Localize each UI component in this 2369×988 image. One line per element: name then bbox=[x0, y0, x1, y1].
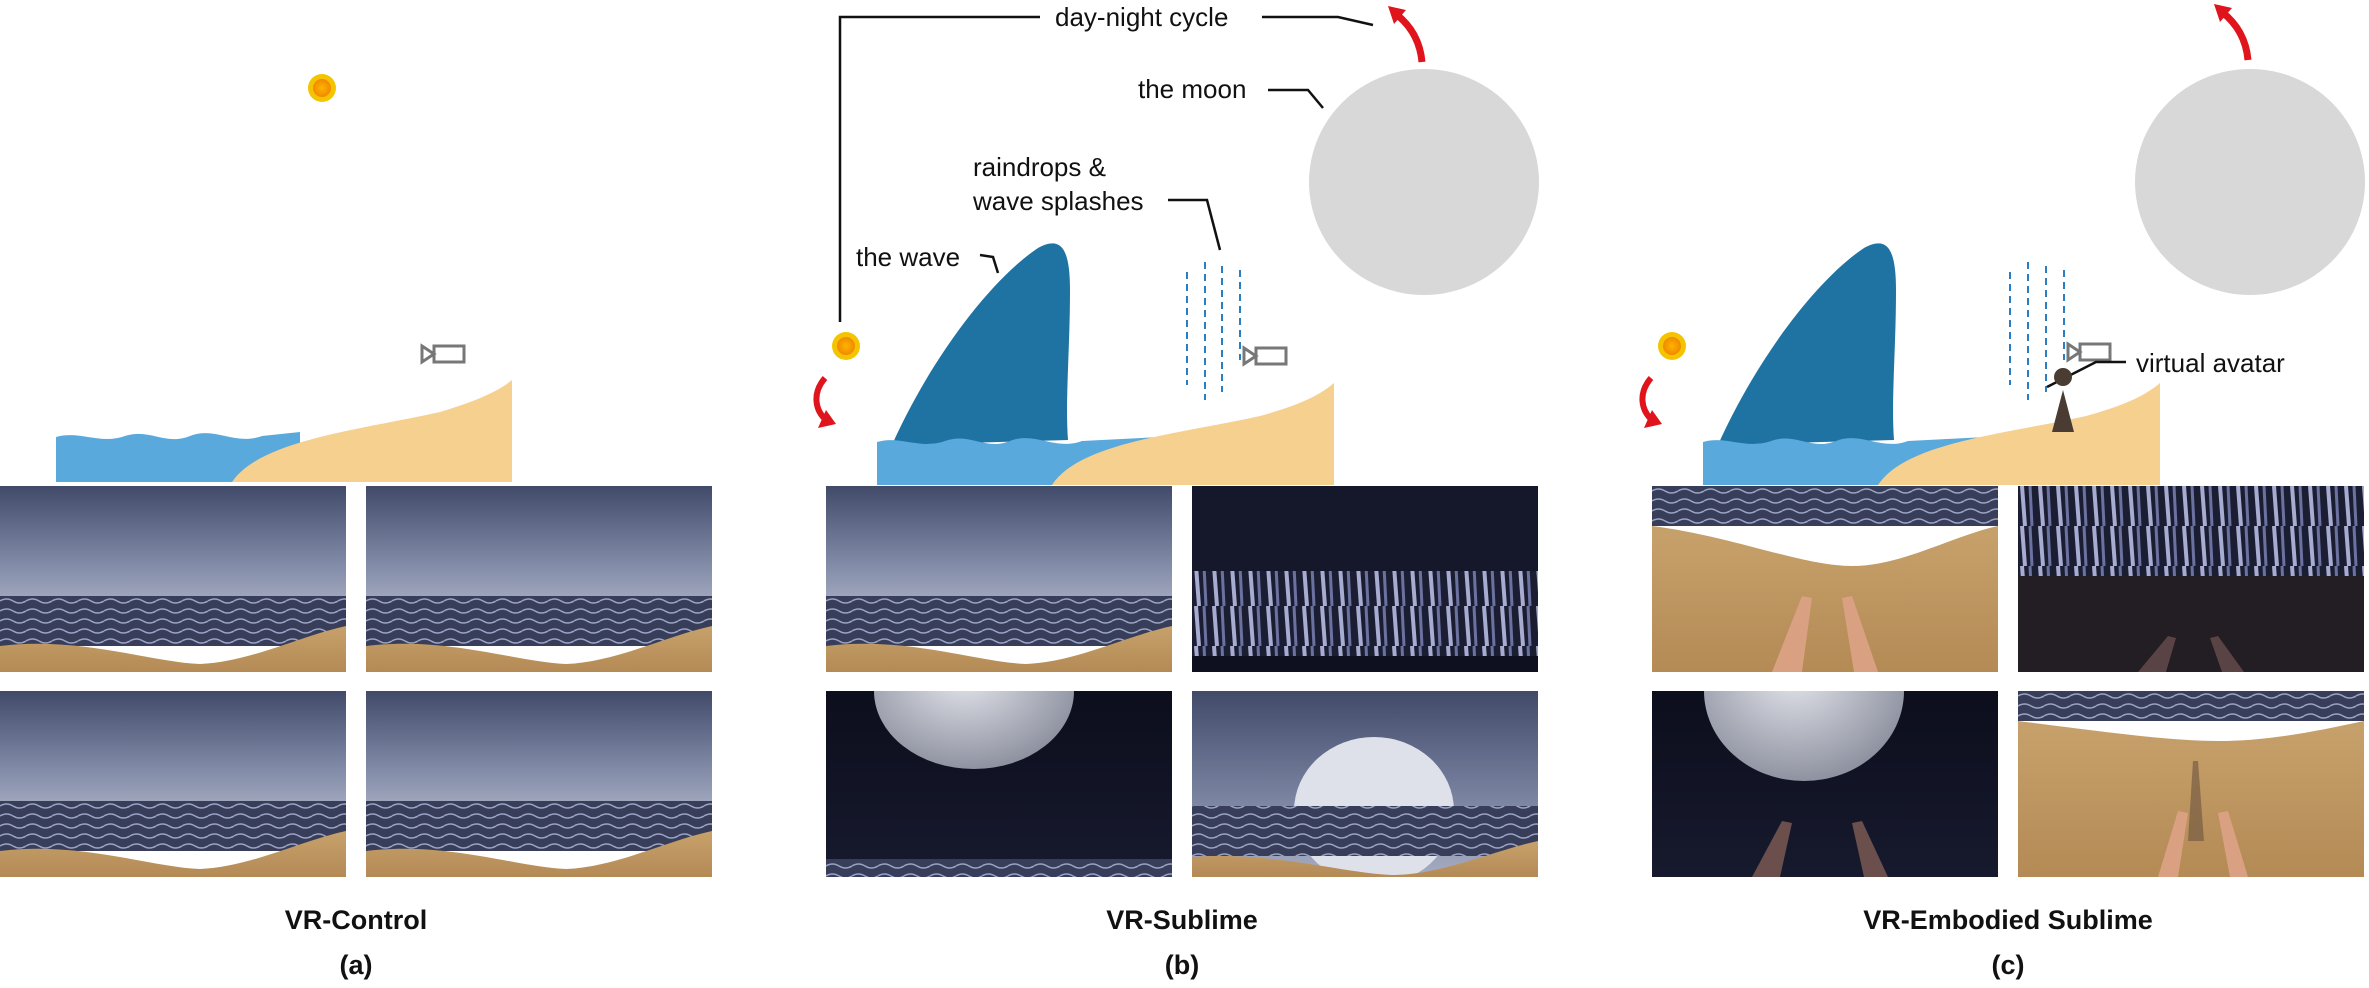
moon-label: the moon bbox=[1138, 74, 1247, 104]
thumb-c-2 bbox=[2018, 486, 2364, 672]
avatar-icon bbox=[2052, 368, 2074, 432]
caption-label-a: (a) bbox=[339, 950, 373, 980]
thumb-c-4 bbox=[2018, 691, 2364, 877]
sea-shape bbox=[56, 432, 300, 482]
red-arrow-icon bbox=[1639, 376, 1662, 428]
sand-shape bbox=[232, 380, 512, 482]
raindrops bbox=[1186, 262, 1241, 400]
sand-shape bbox=[1878, 383, 2160, 485]
wave-shape bbox=[1718, 243, 1896, 445]
thumb-c-3 bbox=[1652, 691, 1998, 877]
wave-shape bbox=[892, 243, 1070, 445]
sun-icon bbox=[1658, 332, 1686, 360]
red-arrow-icon bbox=[1388, 6, 1426, 63]
thumb-b-3 bbox=[826, 691, 1172, 877]
raindrops-label-line1: raindrops & bbox=[973, 152, 1106, 182]
sun-icon bbox=[308, 74, 336, 102]
thumb-b-2 bbox=[1192, 486, 1538, 672]
raindrops-label-line2: wave splashes bbox=[973, 186, 1144, 216]
leader-raindrops bbox=[1168, 198, 1222, 251]
caption-label-c: (c) bbox=[1991, 950, 2025, 980]
hands-icon bbox=[2138, 636, 2244, 672]
camera-icon bbox=[420, 343, 466, 365]
caption-title-c: VR-Embodied Sublime bbox=[1863, 905, 2153, 935]
caption-label-b: (b) bbox=[1164, 950, 1200, 980]
raindrops bbox=[2009, 262, 2065, 400]
camera-icon bbox=[2066, 341, 2112, 363]
wave-label: the wave bbox=[856, 242, 961, 272]
panel-b-diagram bbox=[813, 6, 1539, 485]
leader-wave bbox=[979, 253, 1000, 274]
red-arrow-icon bbox=[2214, 4, 2252, 61]
red-arrow-icon bbox=[813, 376, 836, 428]
thumb-a-1 bbox=[0, 486, 346, 672]
thumb-b-4 bbox=[1192, 691, 1538, 877]
sand-shape bbox=[1052, 383, 1334, 485]
thumb-a-4 bbox=[366, 691, 712, 877]
camera-icon bbox=[1242, 345, 1288, 367]
hands-icon bbox=[1752, 821, 1888, 877]
thumb-c-1 bbox=[1652, 486, 1998, 672]
hands-icon bbox=[1772, 596, 1878, 672]
hands-icon bbox=[2158, 811, 2248, 877]
panel-a-diagram bbox=[56, 74, 512, 482]
thumb-a-3 bbox=[0, 691, 346, 877]
day-night-cycle-label: day-night cycle bbox=[1055, 2, 1229, 32]
virtual-avatar-label: virtual avatar bbox=[2136, 348, 2285, 378]
moon-icon bbox=[2135, 69, 2365, 295]
thumb-b-1 bbox=[826, 486, 1172, 672]
thumb-a-2 bbox=[366, 486, 712, 672]
caption-title-a: VR-Control bbox=[284, 905, 428, 935]
leader-day-night-right bbox=[1262, 15, 1374, 27]
moon-icon bbox=[1309, 69, 1539, 295]
caption-title-b: VR-Sublime bbox=[1106, 905, 1258, 935]
sun-icon bbox=[832, 332, 860, 360]
leader-moon bbox=[1268, 88, 1324, 109]
panel-c-diagram bbox=[1639, 4, 2365, 485]
leader-day-night bbox=[838, 15, 1040, 322]
